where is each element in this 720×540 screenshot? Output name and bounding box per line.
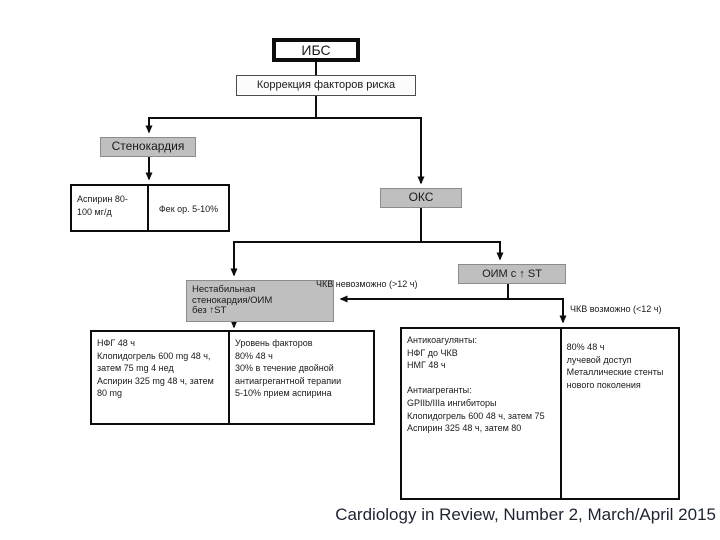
- journal-caption: Cardiology in Review, Number 2, March/Ap…: [335, 505, 716, 524]
- node-stemi: ОИМ с ↑ ST: [458, 264, 566, 284]
- nfg-therapy-cell: НФГ 48 ч Клопидогрель 600 mg 48 ч, затем…: [92, 332, 231, 423]
- factors-level-cell: Уровень факторов 80% 48 ч 30% в течение …: [235, 338, 342, 399]
- node-risk-correction: Коррекция факторов риска: [236, 75, 416, 96]
- anticoagulants-cell: Антикоагулянты: НФГ до ЧКВ НМГ 48 ч Анти…: [402, 329, 562, 498]
- edge-label-pci-possible: ЧКВ возможно (<12 ч): [570, 304, 662, 314]
- pci-access-cell: 80% 48 ч лучевой доступ Металлические ст…: [566, 342, 664, 390]
- fek-cell: Фек ор. 5-10%: [158, 203, 219, 214]
- stemi-therapy-box: Антикоагулянты: НФГ до ЧКВ НМГ 48 ч Анти…: [400, 327, 680, 500]
- node-unstable-angina: Нестабильная стенокардия/ОИМ без ↑ST: [186, 280, 334, 322]
- unstable-therapy-box: НФГ 48 ч Клопидогрель 600 mg 48 ч, затем…: [90, 330, 375, 425]
- aspirin-dose-cell: Аспирин 80-100 мг/д: [72, 186, 150, 230]
- node-acs: ОКС: [380, 188, 462, 208]
- edge-label-pci-impossible: ЧКВ невозможно (>12 ч): [316, 279, 418, 289]
- node-ibs: ИБС: [272, 38, 360, 62]
- angina-therapy-box: Аспирин 80-100 мг/д Фек ор. 5-10%: [70, 184, 230, 232]
- node-angina: Стенокардия: [100, 137, 196, 157]
